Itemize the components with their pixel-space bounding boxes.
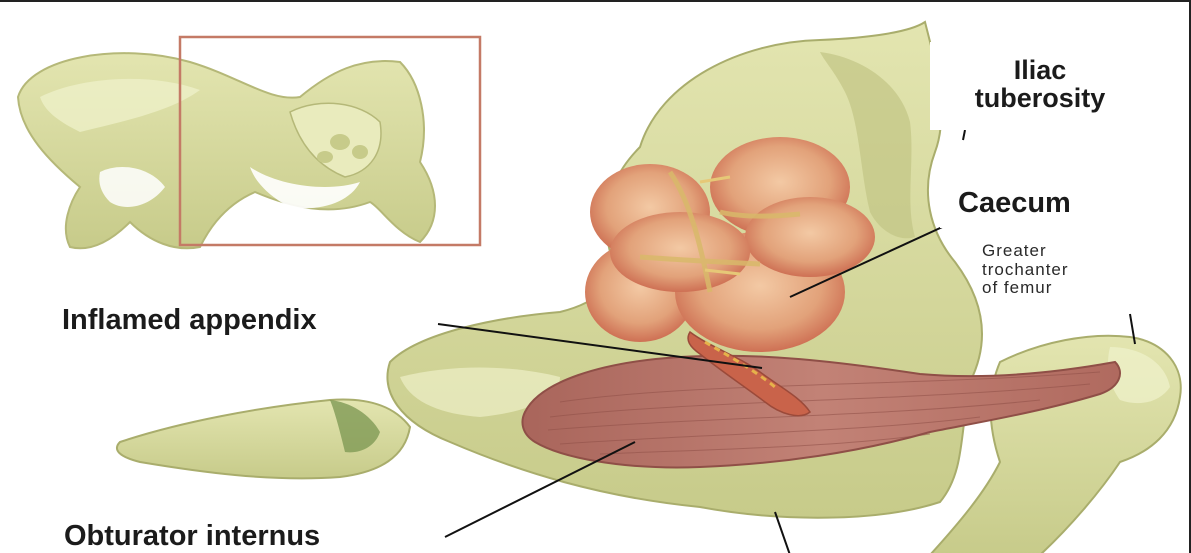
leader-iliac xyxy=(963,130,965,140)
pubic-bone xyxy=(117,399,410,478)
trochanter-label-line2: trochanter xyxy=(982,261,1069,280)
iliac-label-line1: Iliac xyxy=(940,56,1140,84)
obturator-internus-label: Obturator internus xyxy=(64,521,320,551)
caecum-label: Caecum xyxy=(958,188,1071,218)
inflamed-appendix-label: Inflamed appendix xyxy=(62,305,317,335)
trochanter-label-line3: of femur xyxy=(982,279,1069,298)
pelvis-inset xyxy=(18,37,480,248)
iliac-label-line2: tuberosity xyxy=(940,84,1140,112)
iliac-tuberosity-label: Iliac tuberosity xyxy=(940,56,1140,113)
trochanter-label-line1: Greater xyxy=(982,242,1069,261)
caecum-organ xyxy=(585,137,875,352)
leader-bottom xyxy=(775,512,790,553)
greater-trochanter-label: Greater trochanter of femur xyxy=(982,242,1069,298)
